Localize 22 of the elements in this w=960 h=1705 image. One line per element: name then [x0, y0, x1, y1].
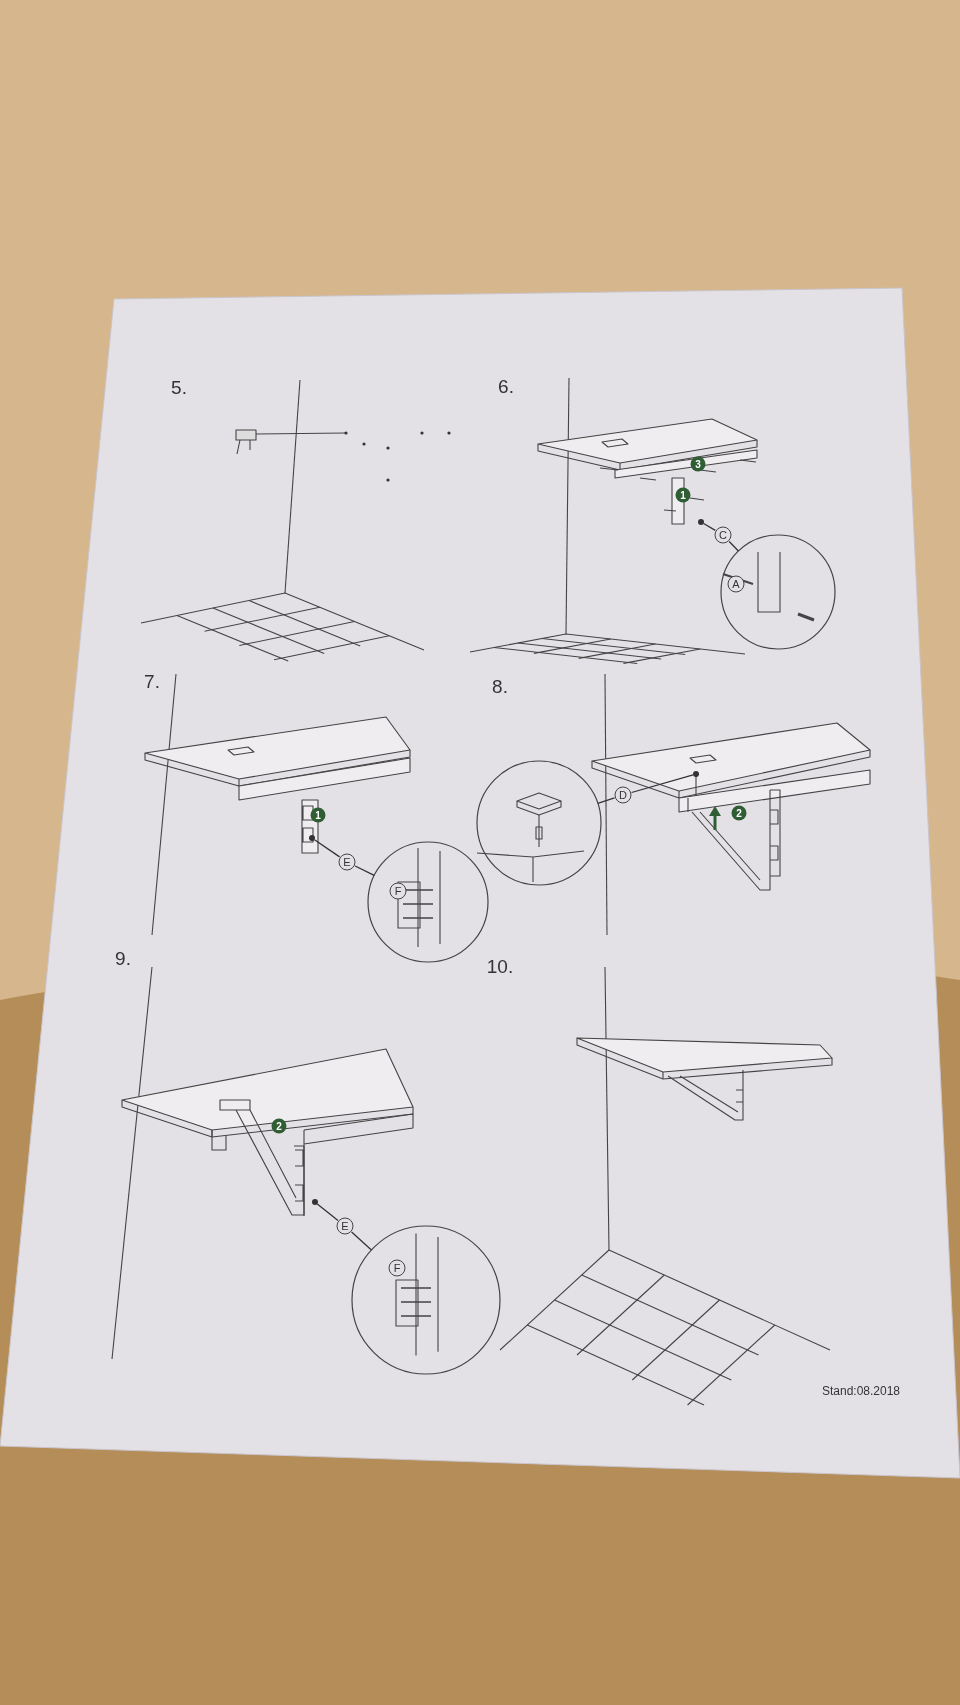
leader-dot: [693, 771, 699, 777]
leader-line: [316, 1203, 339, 1222]
leader-line: [702, 522, 716, 532]
step-number: 9.: [115, 948, 131, 970]
leader-line: [597, 797, 616, 805]
leader-line: [354, 865, 375, 877]
leader-dot: [309, 835, 315, 841]
step-number: 5.: [171, 377, 187, 399]
detail-circle: [367, 841, 489, 963]
leader-line: [728, 540, 740, 552]
step-number: 8.: [492, 676, 508, 698]
step-number: 10.: [486, 956, 514, 978]
leader-line: [313, 839, 341, 858]
leader-line: [350, 1231, 373, 1251]
step-number: 6.: [498, 376, 514, 398]
leader-dot: [312, 1199, 318, 1205]
detail-circle: [351, 1225, 501, 1375]
leader-line: [630, 774, 694, 794]
date-text: Stand:08.2018: [821, 1384, 901, 1398]
detail-circle: [476, 760, 602, 886]
leader-dot: [698, 519, 704, 525]
step-number: 7.: [144, 671, 160, 693]
